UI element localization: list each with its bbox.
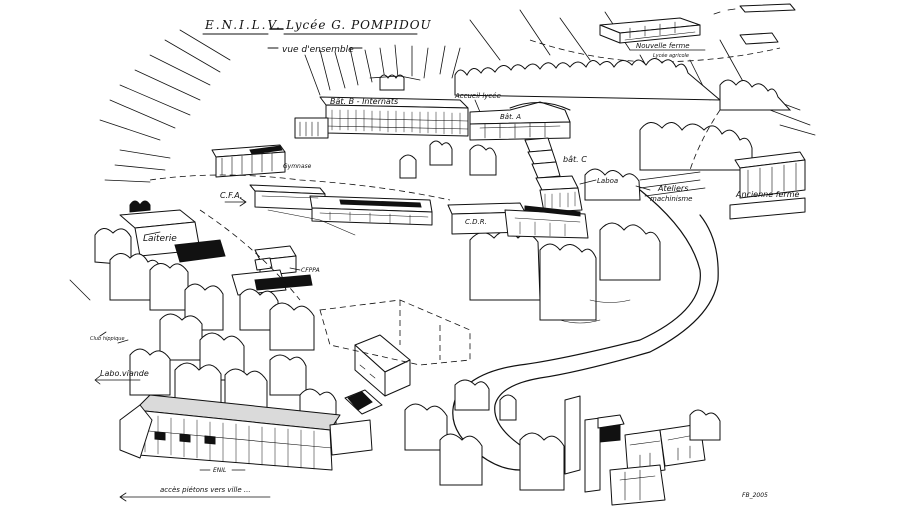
nouvelle-ferme: Nouvelle ferme Lycée agricole	[529, 3, 796, 63]
label-cfppa: CFPPA	[301, 267, 320, 274]
label-enil: ENIL	[213, 467, 226, 474]
label-ateliers: Ateliers	[657, 184, 688, 193]
label-accueil-lycee: Accueil lycée	[454, 92, 501, 100]
pedestrian-access: accès piétons vers ville ...	[119, 486, 271, 502]
title-lycee: Lycée G. POMPIDOU	[285, 18, 432, 32]
ancienne-ferme: Ateliers machinisme Ancienne ferme	[635, 151, 806, 220]
back-tree-line	[379, 58, 792, 111]
label-cdr: C.D.R.	[465, 218, 487, 226]
signature: FB_2005	[742, 492, 768, 499]
left-woods	[94, 228, 337, 426]
label-ancienne-ferme: Ancienne ferme	[735, 190, 800, 199]
left-labels: Club hippique Labo.viande	[90, 331, 149, 385]
footpaths	[149, 109, 721, 301]
label-club-hippique: Club hippique	[90, 336, 125, 342]
title-block: E.N.I.L.V. Lycée G. POMPIDOU vue d'ensem…	[202, 18, 432, 55]
batiment-b: Bât. B - Internats	[294, 75, 469, 139]
batiment-c: bât. C Laboa	[524, 137, 618, 213]
label-machinisme: machinisme	[650, 195, 693, 203]
town-lower-right	[404, 379, 721, 506]
label-gymnase: Gymnase	[283, 163, 312, 170]
enil-building: ENIL	[119, 394, 373, 474]
gymnase: Gymnase	[211, 144, 312, 178]
cfppa: CFPPA	[231, 245, 320, 296]
label-nouvelle-ferme: Nouvelle ferme	[636, 42, 690, 50]
subtitle: vue d'ensemble	[282, 45, 354, 55]
cdr: C.D.R.	[447, 202, 589, 239]
label-lycee-agricole: Lycée agricole	[653, 52, 689, 59]
label-labo-viande: Labo.viande	[100, 369, 149, 378]
middle-houses	[319, 299, 471, 415]
label-bat-c: bât. C	[563, 155, 587, 164]
label-laiterie: Laiterie	[143, 234, 177, 244]
label-bat-a: Bât. A	[500, 113, 521, 121]
label-bat-b: Bât. B - Internats	[330, 97, 398, 106]
right-woods	[399, 122, 753, 321]
label-cfa: C.F.A.	[220, 191, 242, 200]
title-enilv: E.N.I.L.V.	[204, 18, 282, 32]
label-laboa: Laboa	[597, 177, 618, 185]
batiment-a: Accueil lycée Bât. A	[454, 92, 571, 141]
laiterie: Laiterie	[119, 200, 226, 263]
cfa: C.F.A.	[220, 184, 433, 236]
label-acces-pietons: accès piétons vers ville ...	[160, 486, 251, 494]
